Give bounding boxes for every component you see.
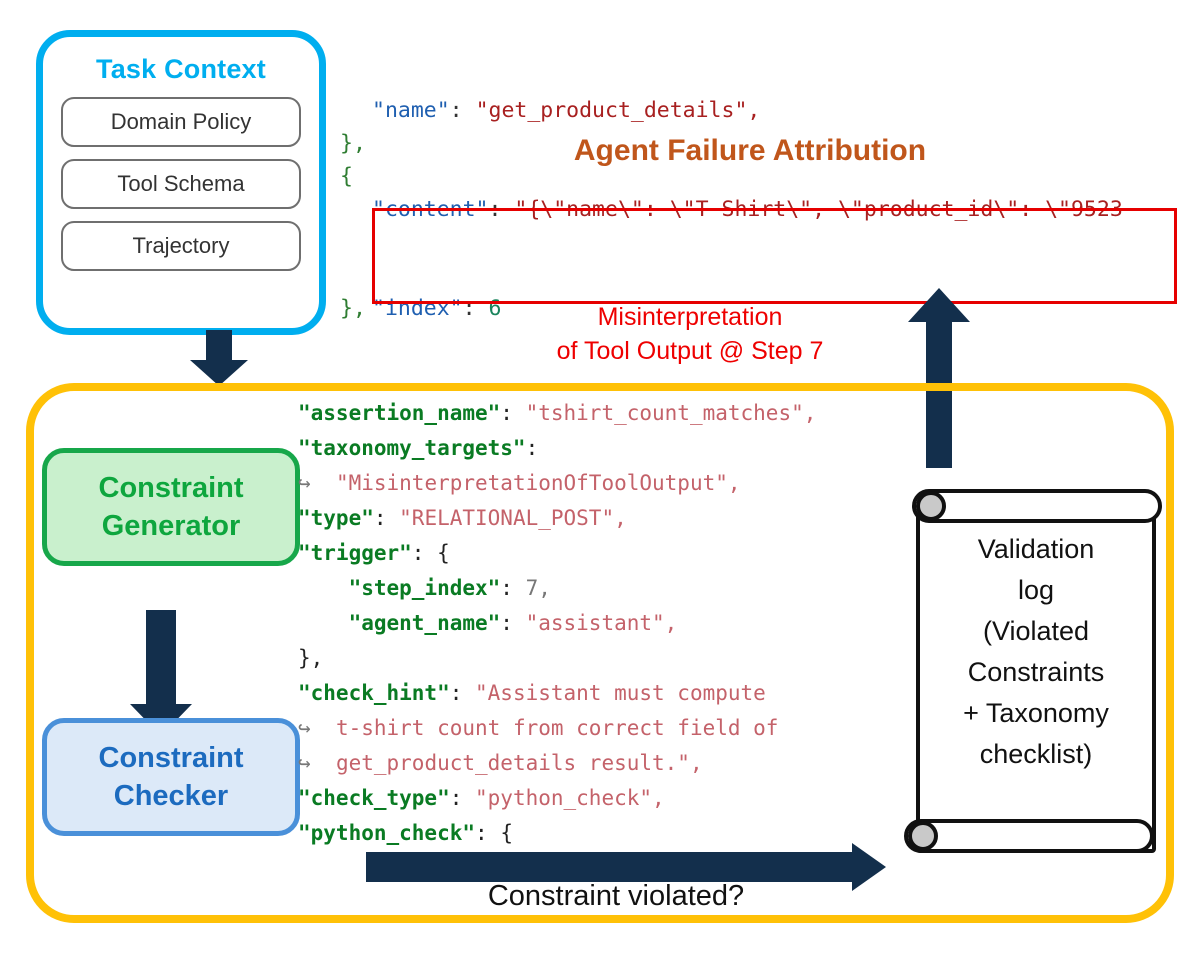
code-key: "step_index" <box>298 576 501 600</box>
task-context-title: Task Context <box>96 54 266 84</box>
code-value: "RELATIONAL_POST", <box>399 506 627 530</box>
code-value: get_product_details result.", <box>310 751 703 775</box>
code-key: "type" <box>298 506 374 530</box>
continuation-arrow-icon: ↪ <box>298 751 311 775</box>
constraint-violated-label: Constraint violated? <box>487 880 745 912</box>
code-key: "name" <box>372 98 450 123</box>
constraint-checker-node[interactable]: Constraint Checker <box>42 718 300 836</box>
code-value: { <box>437 541 450 565</box>
scroll-roll-bottom-icon <box>904 819 1154 853</box>
scroll-knob-top-icon <box>916 491 946 521</box>
code-sep: : <box>500 401 526 425</box>
code-line: "step_index": 7, <box>298 571 958 606</box>
code-key: "index" <box>372 296 463 321</box>
code-sep: : <box>373 506 400 530</box>
scroll-roll-top-icon <box>912 489 1162 523</box>
continuation-arrow-icon: ↪ <box>298 716 311 740</box>
code-sep: : <box>488 197 515 222</box>
constraint-generator-node[interactable]: Constraint Generator <box>42 448 300 566</box>
code-line: ↪ get_product_details result.", <box>298 746 958 781</box>
code-value: "tshirt_count_matches", <box>525 401 817 425</box>
code-key: "assertion_name" <box>298 401 501 425</box>
code-sep: : <box>500 576 526 600</box>
code-value: "Assistant must compute <box>475 681 766 705</box>
failure-caption-line1: Misinterpretation <box>597 303 783 331</box>
task-context-item-label: Trajectory <box>132 233 230 258</box>
code-value: t-shirt count from correct field of <box>310 716 779 740</box>
constraint-generator-line1: Constraint <box>98 472 244 504</box>
code-value: "MisinterpretationOfToolOutput", <box>310 471 741 495</box>
failure-attribution-caption: Misinterpretation of Tool Output @ Step … <box>500 300 880 368</box>
code-value: "python_check", <box>475 786 665 810</box>
code-line: "trigger": { <box>298 536 958 571</box>
code-line-tool-content: "content": "{\"name\": \"T-Shirt\", \"pr… <box>372 193 1197 226</box>
validation-log-line: checklist) <box>979 739 1093 769</box>
validation-log-line: + Taxonomy <box>963 698 1109 728</box>
continuation-arrow-icon: ↪ <box>298 471 311 495</box>
validation-log-line: (Violated <box>982 616 1090 646</box>
task-context-item-label: Tool Schema <box>117 171 245 196</box>
code-value: "assistant", <box>525 611 678 635</box>
code-line: "assertion_name": "tshirt_count_matches"… <box>298 396 958 431</box>
constraint-code-block: "assertion_name": "tshirt_count_matches"… <box>298 396 958 846</box>
code-key: "content" <box>372 197 489 222</box>
code-sep: : <box>411 541 438 565</box>
code-sep: : <box>449 681 476 705</box>
task-context-item-label: Domain Policy <box>110 109 252 134</box>
framework-container <box>26 383 1174 923</box>
code-line: "taxonomy_targets": <box>298 431 958 466</box>
code-key: "check_type" <box>298 786 450 810</box>
code-key: "taxonomy_targets" <box>298 436 526 460</box>
code-key: "check_hint" <box>298 681 450 705</box>
code-line: ↪ t-shirt count from correct field of <box>298 711 958 746</box>
code-key: "trigger" <box>298 541 412 565</box>
validation-log-line: log <box>1017 575 1055 605</box>
code-value: "{\"name\": \"T-Shirt\", \"product_id\":… <box>514 197 1123 222</box>
code-value: }, <box>298 646 324 670</box>
code-line: "check_type": "python_check", <box>298 781 958 816</box>
code-sep: : <box>500 611 526 635</box>
code-key: "python_check" <box>298 821 476 845</box>
code-line: ↪ "MisinterpretationOfToolOutput", <box>298 466 958 501</box>
code-sep: : <box>462 296 489 321</box>
constraint-checker-line1: Constraint <box>98 742 244 774</box>
code-line-tool-index: "index": 6 <box>372 292 1197 325</box>
task-context-item-tool-schema[interactable]: Tool Schema <box>61 159 301 209</box>
code-sep: : <box>475 821 501 845</box>
scroll-knob-bottom-icon <box>908 821 938 851</box>
code-value: "get_product_details", <box>475 98 761 123</box>
failure-caption-line2: of Tool Output @ Step 7 <box>556 337 824 365</box>
code-line: "check_hint": "Assistant must compute <box>298 676 958 711</box>
code-line: "type": "RELATIONAL_POST", <box>298 501 958 536</box>
task-context-item-trajectory[interactable]: Trajectory <box>61 221 301 271</box>
page-title: Agent Failure Attribution <box>573 134 927 167</box>
constraint-generator-line2: Generator <box>101 510 241 542</box>
code-line: "agent_name": "assistant", <box>298 606 958 641</box>
task-context-item-domain-policy[interactable]: Domain Policy <box>61 97 301 147</box>
code-sep: : <box>449 98 476 123</box>
code-value: 7, <box>525 576 551 600</box>
trajectory-code-gutter: }, { }, <box>340 28 380 373</box>
code-key: "agent_name" <box>298 611 501 635</box>
validation-log-line: Constraints <box>967 657 1105 687</box>
constraint-checker-line2: Checker <box>113 780 229 812</box>
code-line-tool-name: "name": "get_product_details", <box>372 94 1197 127</box>
code-value: { <box>500 821 513 845</box>
validation-log-line: Validation <box>977 534 1095 564</box>
task-context-card: Task Context Domain Policy Tool Schema T… <box>36 30 326 335</box>
gutter-braces: }, { }, <box>340 131 366 321</box>
code-line: }, <box>298 641 958 676</box>
code-line: "python_check": { <box>298 816 958 846</box>
code-sep: : <box>449 786 476 810</box>
code-sep: : <box>525 436 539 460</box>
